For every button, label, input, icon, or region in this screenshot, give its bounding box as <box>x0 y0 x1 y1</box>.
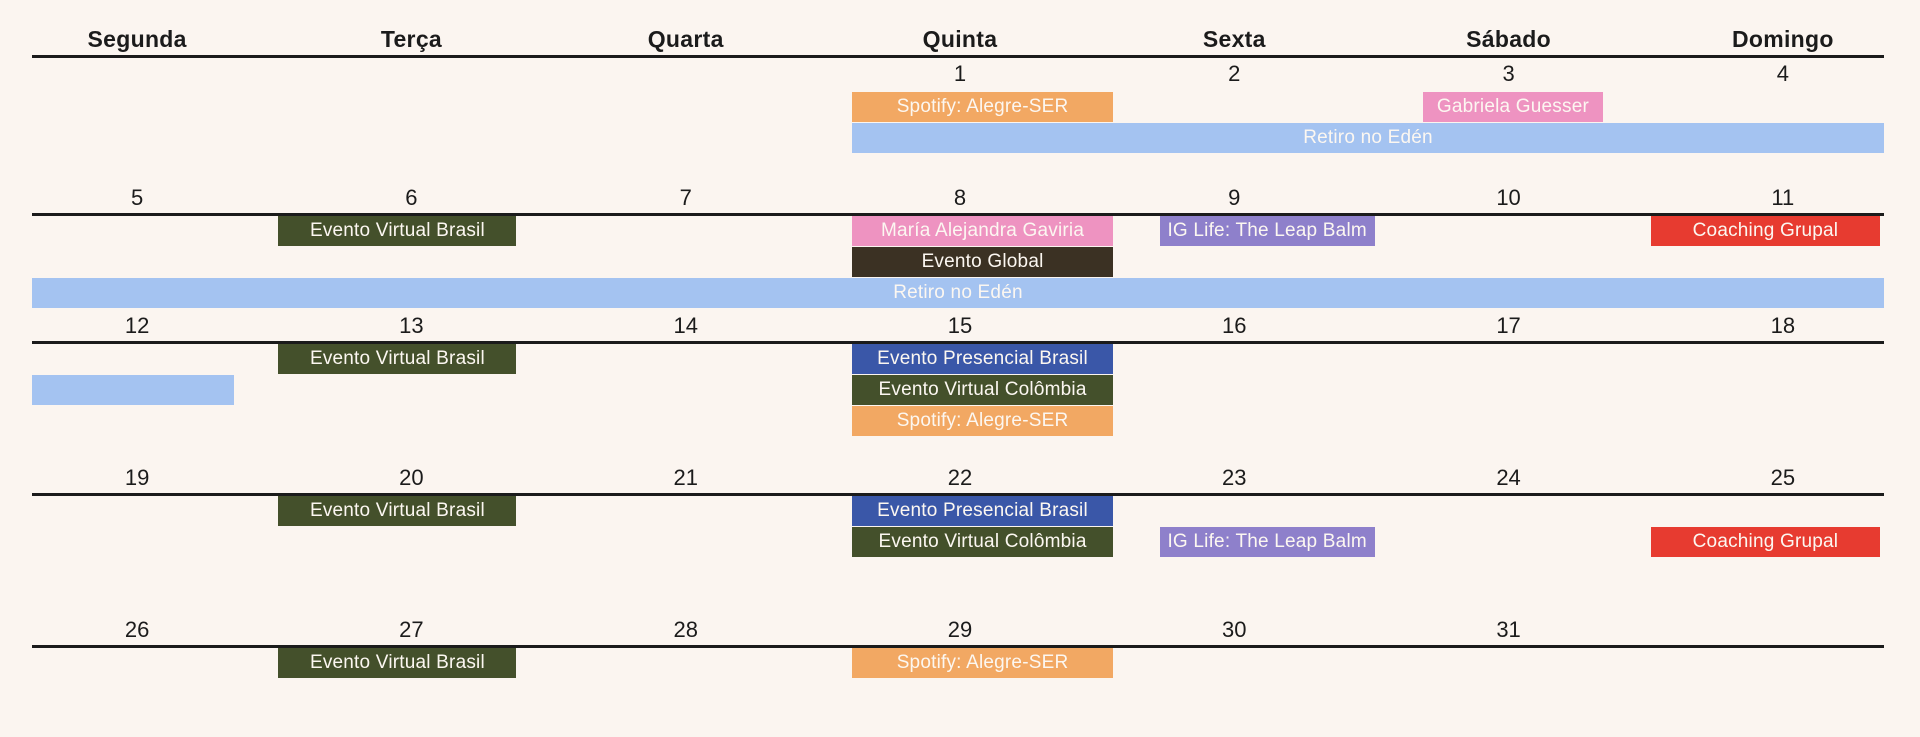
day-number-30: 30 <box>1222 617 1247 642</box>
weekday-header-1: Segunda <box>87 26 187 52</box>
week-divider-line <box>32 493 1884 496</box>
day-number-19: 19 <box>124 465 150 490</box>
day-number-25: 25 <box>1770 465 1796 490</box>
day-number-15: 15 <box>947 313 973 338</box>
day-number-28: 28 <box>673 617 698 642</box>
day-number-26: 26 <box>124 617 150 642</box>
day-number-24: 24 <box>1496 465 1521 490</box>
day-number-13: 13 <box>399 313 424 338</box>
event-bar[interactable]: Spotify: Alegre-SER <box>852 648 1113 678</box>
day-number-14: 14 <box>673 313 698 338</box>
day-number-16: 16 <box>1222 313 1247 338</box>
weekday-header-6: Sábado <box>1466 26 1551 52</box>
event-bar[interactable]: María Alejandra Gaviria <box>852 216 1113 246</box>
day-number-21: 21 <box>673 465 698 490</box>
event-bar[interactable]: Evento Presencial Brasil <box>852 344 1113 374</box>
event-bar[interactable]: Evento Virtual Colômbia <box>852 527 1113 557</box>
event-bar[interactable]: Retiro no Edén <box>32 278 1884 308</box>
weekday-header-3: Quarta <box>647 26 724 52</box>
day-number-12: 12 <box>124 313 150 338</box>
day-number-17: 17 <box>1496 313 1521 338</box>
week-divider-line <box>32 341 1884 344</box>
day-number-1: 1 <box>953 61 967 86</box>
event-bar[interactable]: Evento Virtual Brasil <box>278 496 517 526</box>
weekday-header-4: Quinta <box>922 26 998 52</box>
event-bar[interactable]: Evento Virtual Colômbia <box>852 375 1113 405</box>
event-bar[interactable]: Evento Presencial Brasil <box>852 496 1113 526</box>
day-number-29: 29 <box>947 617 973 642</box>
event-bar[interactable]: Evento Virtual Brasil <box>278 648 517 678</box>
event-bar[interactable]: Coaching Grupal <box>1651 527 1880 557</box>
week-divider-line <box>32 213 1884 216</box>
day-number-5: 5 <box>131 185 144 210</box>
event-bar[interactable]: Coaching Grupal <box>1651 216 1880 246</box>
day-number-27: 27 <box>399 617 424 642</box>
event-bar[interactable]: Spotify: Alegre-SER <box>852 92 1113 122</box>
day-number-8: 8 <box>953 185 967 210</box>
day-number-23: 23 <box>1222 465 1247 490</box>
event-bar[interactable]: Retiro no Edén <box>852 123 1884 153</box>
day-number-2: 2 <box>1228 61 1241 86</box>
day-number-10: 10 <box>1496 185 1521 210</box>
day-number-20: 20 <box>399 465 424 490</box>
weekday-header-5: Sexta <box>1202 26 1266 52</box>
day-number-18: 18 <box>1770 313 1796 338</box>
event-bar[interactable]: Gabriela Guesser <box>1422 92 1604 122</box>
day-number-9: 9 <box>1228 185 1241 210</box>
day-number-31: 31 <box>1496 617 1521 642</box>
day-number-11: 11 <box>1771 185 1795 210</box>
event-bar[interactable]: Evento Global <box>852 247 1113 277</box>
weekday-header-7: Domingo <box>1731 26 1834 52</box>
day-number-22: 22 <box>947 465 973 490</box>
event-bar[interactable]: Spotify: Alegre-SER <box>852 406 1113 436</box>
event-bar[interactable]: IG Life: The Leap Balm <box>1159 216 1375 246</box>
week-divider-line <box>32 645 1884 648</box>
weekday-header-2: Terça <box>380 26 442 52</box>
event-bar[interactable]: Evento Virtual Brasil <box>278 344 517 374</box>
day-number-7: 7 <box>679 185 692 210</box>
event-bar[interactable]: IG Life: The Leap Balm <box>1159 527 1375 557</box>
event-bar[interactable]: Evento Virtual Brasil <box>278 216 517 246</box>
event-bar-continuation[interactable] <box>32 375 234 405</box>
day-number-6: 6 <box>405 185 418 210</box>
day-number-4: 4 <box>1776 61 1789 86</box>
header-divider-line <box>32 55 1884 58</box>
day-number-3: 3 <box>1502 61 1515 86</box>
